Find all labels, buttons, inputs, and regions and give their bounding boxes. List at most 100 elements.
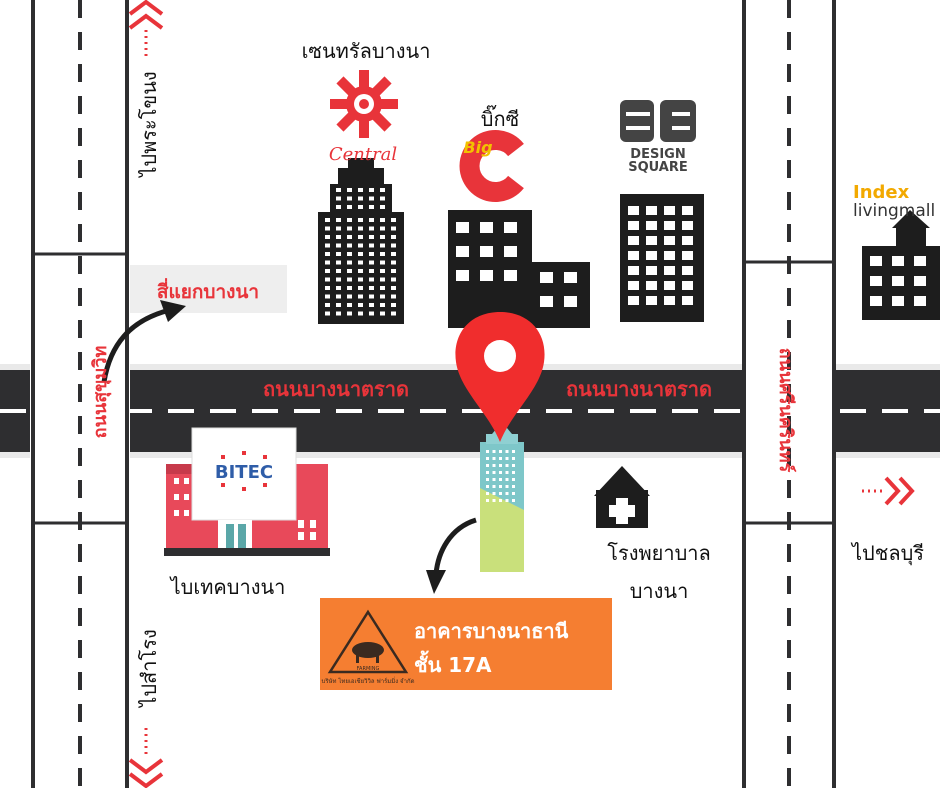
window [358, 243, 363, 248]
window [369, 286, 374, 290]
window [682, 281, 693, 290]
bitec-name: ไบเทคบางนา [169, 575, 286, 599]
window [358, 226, 363, 231]
window [628, 296, 639, 305]
bigc-logo-big: Big [463, 138, 492, 157]
junction-label-background [130, 265, 287, 313]
destination-line2: ชั้น 17A [414, 650, 492, 677]
junction-label: สี่แยกบางนา [157, 278, 259, 303]
window [347, 218, 352, 222]
window [499, 499, 502, 502]
window [480, 222, 493, 233]
window [499, 450, 502, 453]
window [369, 277, 374, 282]
hospital-line2: บางนา [630, 579, 689, 603]
window [914, 296, 926, 306]
window [184, 494, 189, 500]
window [391, 218, 396, 222]
window [512, 464, 515, 467]
window [325, 252, 330, 256]
window [380, 252, 385, 256]
destination-arrowhead-icon [426, 570, 446, 594]
window [540, 272, 553, 283]
window [492, 499, 496, 502]
window [336, 277, 341, 282]
window [369, 218, 374, 222]
window [380, 243, 385, 248]
window [492, 457, 496, 460]
window [380, 286, 385, 290]
window [369, 311, 374, 316]
window [358, 218, 363, 222]
window [369, 303, 374, 307]
window [325, 235, 330, 239]
chevron-down-icon [128, 758, 164, 788]
window [347, 243, 352, 248]
road-label-sukhumvit: ถนนสุขุมวิท [90, 346, 112, 439]
central-name: เซนทรัลบางนา [302, 39, 431, 63]
window [492, 492, 496, 495]
window [870, 276, 882, 286]
window [505, 485, 509, 488]
srinakarin-road [742, 0, 836, 788]
window [298, 532, 304, 540]
window [512, 457, 515, 460]
window [325, 218, 330, 222]
window [347, 226, 352, 231]
window [336, 226, 341, 231]
junction-arrow-icon [101, 307, 171, 383]
window [380, 226, 385, 231]
window [325, 260, 330, 265]
window [391, 303, 396, 307]
window [892, 276, 904, 286]
window [325, 294, 330, 299]
window [347, 269, 352, 273]
window [391, 311, 396, 316]
window [369, 252, 374, 256]
window [358, 269, 363, 273]
window [664, 281, 675, 290]
window [336, 303, 341, 307]
window [892, 256, 904, 266]
window [347, 303, 352, 307]
window [486, 464, 489, 467]
window [499, 471, 502, 474]
window [380, 277, 385, 282]
junction-arrowhead-icon [160, 300, 186, 322]
direction-label-samrong: ไปสำโรง [137, 629, 161, 708]
bitec-sign: BITEC [215, 462, 273, 483]
window [336, 286, 341, 290]
farming-logo-small-text: FARMING [357, 666, 380, 672]
farming-logo-company: บริษัท ไทยเอเชียวิวิล ฟาร์มมิ่ง จำกัด [322, 677, 415, 685]
window [369, 260, 374, 265]
window [347, 252, 352, 256]
window [347, 196, 352, 201]
window [646, 296, 657, 305]
window [347, 188, 352, 192]
window [682, 296, 693, 305]
window [184, 478, 189, 484]
window [358, 188, 363, 192]
window [325, 286, 330, 290]
window [174, 478, 179, 484]
sukhumvit-road [30, 0, 130, 788]
window [505, 464, 509, 467]
window [664, 296, 675, 305]
window [628, 236, 639, 245]
window [486, 492, 489, 495]
window [358, 196, 363, 201]
window [682, 221, 693, 230]
window [310, 532, 316, 540]
window [369, 294, 374, 299]
window [646, 221, 657, 230]
window [486, 450, 489, 453]
window [380, 188, 385, 192]
window [486, 457, 489, 460]
window [492, 485, 496, 488]
location-pin-icon [455, 312, 545, 442]
window [504, 270, 517, 281]
window [336, 243, 341, 248]
window [358, 303, 363, 307]
window [369, 196, 374, 201]
window [499, 457, 502, 460]
